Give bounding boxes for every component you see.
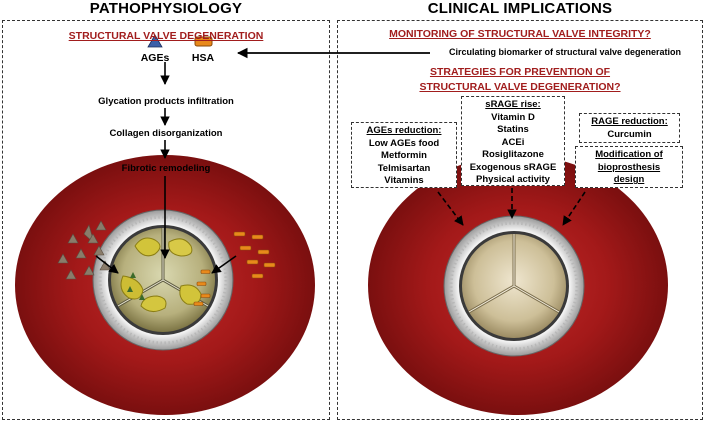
ages-particles — [57, 220, 111, 280]
strategies-title-line2: STRUCTURAL VALVE DEGENERATION? — [419, 81, 621, 93]
modification-box: Modification of bioprosthesis design — [575, 146, 683, 188]
modification-line1: Modification of — [595, 149, 663, 160]
step-fibrotic: Fibrotic remodeling — [121, 163, 211, 174]
structural-valve-degeneration-title: STRUCTURAL VALVE DEGENERATION — [68, 30, 264, 42]
rage-reduction-box: RAGE reduction: Curcumin — [579, 113, 680, 143]
ages-reduction-item: Vitamins — [384, 175, 424, 186]
ages-reduction-box: AGEs reduction: Low AGEs food Metformin … — [351, 122, 457, 188]
srage-rise-title: sRAGE rise: — [485, 99, 541, 110]
clinical-implications-panel — [337, 20, 703, 420]
srage-rise-item: Rosiglitazone — [482, 149, 544, 160]
ages-reduction-title: AGEs reduction: — [366, 125, 442, 136]
strategies-title-line1: STRATEGIES FOR PREVENTION OF — [429, 66, 611, 78]
right-valve — [443, 215, 585, 357]
srage-rise-item: Physical activity — [476, 174, 550, 185]
modification-line3: design — [613, 174, 645, 185]
ages-legend-label: AGEs — [140, 52, 170, 64]
pathophysiology-panel — [2, 20, 330, 420]
hsa-legend-label: HSA — [191, 52, 215, 64]
step-glycation: Glycation products infiltration — [98, 96, 234, 107]
clinical-implications-header: CLINICAL IMPLICATIONS — [427, 0, 613, 17]
modification-line2: bioprosthesis — [597, 161, 661, 173]
srage-rise-item: Vitamin D — [491, 111, 535, 123]
ages-reduction-item: Telmisartan — [377, 162, 431, 174]
rage-reduction-item: Curcumin — [607, 128, 652, 140]
hsa-legend-icon — [194, 36, 213, 47]
monitoring-title: MONITORING OF STRUCTURAL VALVE INTEGRITY… — [389, 28, 651, 40]
rage-reduction-title: RAGE reduction: — [591, 116, 668, 127]
left-valve — [92, 209, 234, 351]
srage-rise-item: ACEi — [501, 136, 525, 148]
ages-legend-icon — [147, 34, 163, 48]
step-collagen: Collagen disorganization — [109, 128, 223, 139]
ages-reduction-item: Low AGEs food — [368, 137, 440, 149]
hsa-particles — [233, 231, 276, 279]
srage-rise-box: sRAGE rise: Vitamin D Statins ACEi Rosig… — [461, 96, 565, 186]
srage-rise-item: Statins — [497, 124, 529, 135]
monitoring-text: Circulating biomarker of structural valv… — [448, 47, 682, 57]
srage-rise-item: Exogenous sRAGE — [469, 161, 557, 173]
pathophysiology-header: PATHOPHYSIOLOGY — [89, 0, 243, 17]
ages-reduction-item: Metformin — [381, 150, 427, 161]
